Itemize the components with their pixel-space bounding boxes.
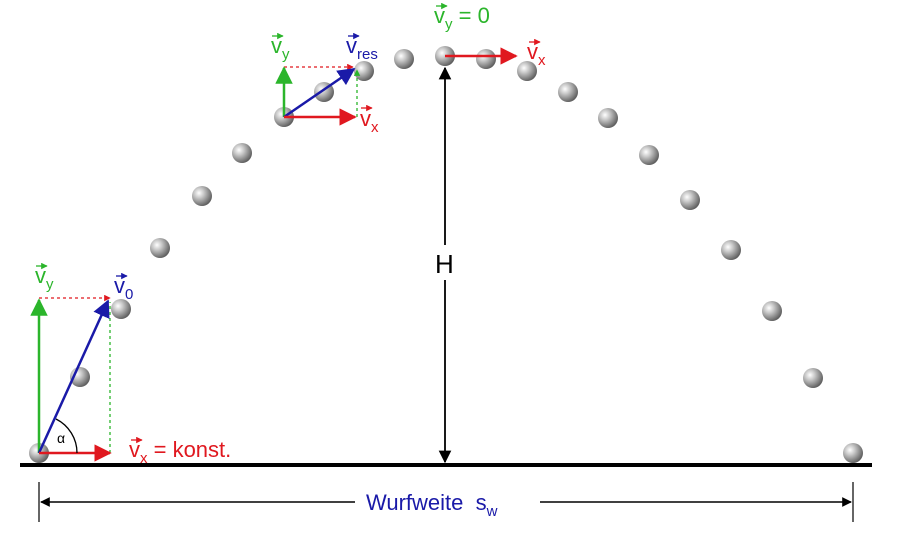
label-range: Wurfweite sw [366, 490, 498, 520]
label-vx-top: vx [527, 39, 546, 69]
label-vres: vres [346, 33, 378, 63]
ball [111, 299, 131, 319]
start-vectors [30, 294, 112, 462]
label-vy-mid: vy [271, 33, 290, 63]
ball [394, 49, 414, 69]
ball [232, 143, 252, 163]
ball [803, 368, 823, 388]
ball [762, 301, 782, 321]
label-alpha: α [57, 430, 65, 446]
mid-vectors [275, 63, 361, 126]
ball [598, 108, 618, 128]
label-v0: v0 [114, 273, 133, 303]
ball [354, 61, 374, 81]
label-vy-start: vy [35, 263, 54, 293]
ball [476, 49, 496, 69]
ball [639, 145, 659, 165]
ball [558, 82, 578, 102]
ball [517, 61, 537, 81]
label-vx-mid: vx [360, 106, 379, 136]
vres-arrow [283, 67, 356, 119]
vector-hats [36, 2, 541, 444]
ball [721, 240, 741, 260]
ball [680, 190, 700, 210]
label-vx-const: vx = konst. [129, 437, 231, 467]
label-vy-zero: vy = 0 [434, 3, 490, 33]
alpha-arc [55, 418, 78, 454]
ball [192, 186, 212, 206]
v0-arrow [37, 299, 110, 454]
ball [843, 443, 863, 463]
label-height: H [435, 249, 454, 279]
ball [150, 238, 170, 258]
